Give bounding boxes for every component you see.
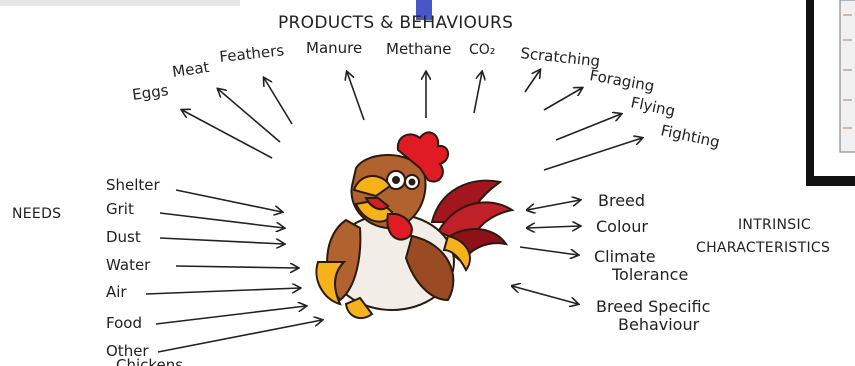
needs-arrows	[145, 189, 322, 353]
characteristic-behaviour: Behaviour	[618, 315, 700, 334]
behaviour-scratching: Scratching	[520, 44, 601, 70]
product-eggs: Eggs	[131, 81, 170, 104]
need-water: Water	[106, 256, 151, 274]
accent-bar	[416, 0, 432, 20]
characteristic-tolerance: Tolerance	[611, 265, 688, 284]
behaviour-foraging: Foraging	[588, 66, 655, 95]
product-arrows	[182, 70, 642, 171]
intrinsic-label: INTRINSIC	[738, 217, 811, 233]
top-strip	[0, 0, 240, 6]
need-dust: Dust	[106, 228, 141, 246]
need-chickens: Chickens	[116, 356, 183, 366]
need-grit: Grit	[106, 200, 134, 218]
characteristic-arrows	[512, 200, 580, 304]
product-feathers: Feathers	[219, 41, 286, 66]
characteristics-label: CHARACTERISTICS	[696, 240, 830, 256]
characteristic-colour: Colour	[596, 217, 648, 236]
behaviour-flying: Flying	[629, 93, 677, 120]
needs-label: NEEDS	[12, 206, 61, 222]
product-co2: CO₂	[469, 42, 495, 58]
behaviour-fighting: Fighting	[659, 121, 721, 151]
need-other: Other	[106, 342, 149, 360]
inset-panel	[806, 0, 855, 186]
product-methane: Methane	[386, 40, 452, 58]
characteristic-climate: Climate	[594, 247, 656, 266]
need-shelter: Shelter	[106, 176, 161, 194]
need-food: Food	[106, 314, 142, 332]
diagram-title: PRODUCTS & BEHAVIOURS	[278, 13, 513, 33]
need-air: Air	[106, 283, 127, 301]
rooster-illustration	[315, 131, 515, 320]
product-meat: Meat	[171, 58, 211, 81]
characteristic-breed-specific: Breed Specific	[596, 297, 710, 316]
product-manure: Manure	[306, 39, 362, 57]
characteristic-breed: Breed	[598, 191, 645, 210]
